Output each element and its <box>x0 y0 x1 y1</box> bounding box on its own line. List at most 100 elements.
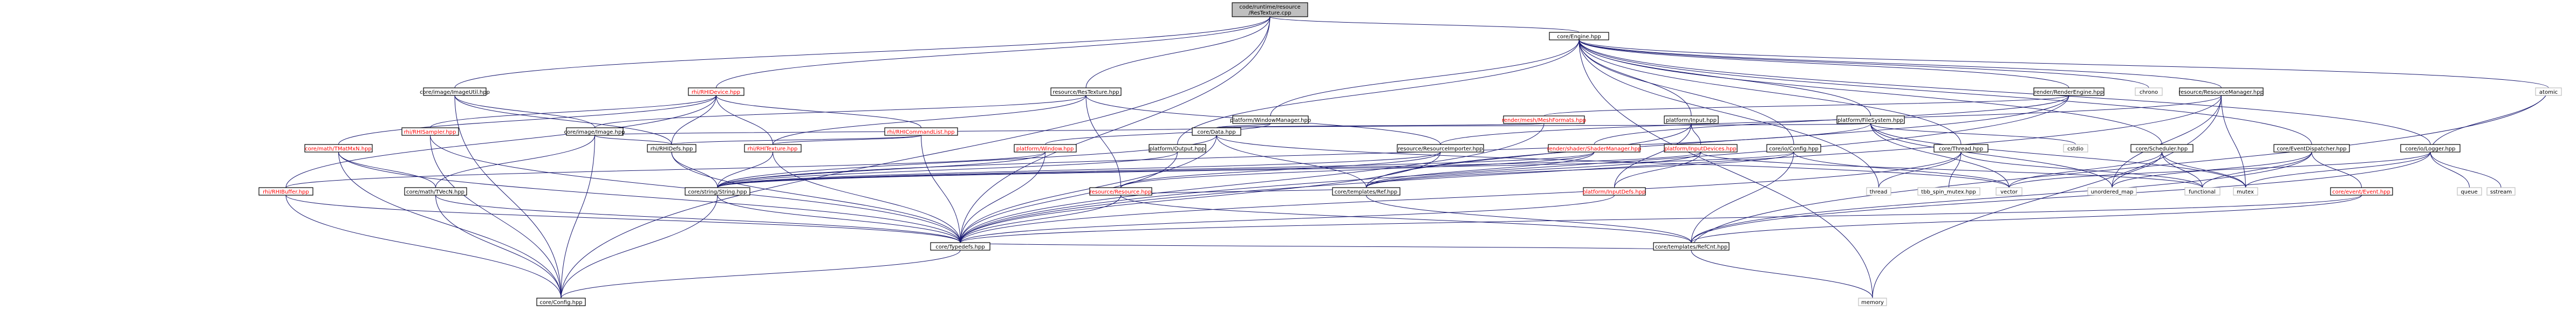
node-refcnt[interactable]: core/templates/RefCnt.hpp <box>1653 242 1730 251</box>
edge-res-importer-to-resource <box>1120 151 1441 188</box>
edge-logger-to-sstream <box>2430 151 2502 188</box>
edge-rhi-sampler-to-config <box>430 135 562 299</box>
node-rhi-device[interactable]: rhi/RHIDevice.hpp <box>688 87 744 96</box>
edge-thread-to-functional <box>1960 151 2203 188</box>
node-chrono-label: chrono <box>2140 89 2158 95</box>
node-rhi-buffer[interactable]: rhi/RHIBuffer.hpp <box>258 187 313 196</box>
node-filesystem[interactable]: platform/FileSystem.hpp <box>1836 115 1905 124</box>
edge-input-devices-to-input-defs <box>1614 151 1701 188</box>
node-data-label: core/Data.hpp <box>1197 129 1235 135</box>
node-typedefs[interactable]: core/Typedefs.hpp <box>930 242 990 251</box>
node-window[interactable]: platform/Window.hpp <box>1014 144 1077 153</box>
node-atomic: atomic <box>2535 87 2562 96</box>
node-math-mn[interactable]: core/math/TMatMxN.hpp <box>304 144 373 153</box>
node-res-texture[interactable]: resource/ResTexture.hpp <box>1050 87 1122 96</box>
node-vector-label: vector <box>2000 189 2018 195</box>
edge-image-util-to-config <box>454 95 562 299</box>
edge-mesh-formats-to-data <box>1216 123 1545 128</box>
node-input-defs[interactable]: platform/InputDefs.hpp <box>1583 187 1646 196</box>
edge-scheduler-to-vector <box>2008 151 2162 188</box>
edge-input-to-ref <box>1366 123 1692 188</box>
node-res-texture-label: resource/ResTexture.hpp <box>1053 89 1119 95</box>
edge-filesystem-to-string <box>717 123 1871 188</box>
node-config-io[interactable]: core/io/Config.hpp <box>1766 144 1821 153</box>
edge-data-to-ref <box>1216 135 1366 188</box>
edge-rhi-texture-to-string <box>717 151 773 188</box>
node-image[interactable]: core/image/Image.hpp <box>564 127 625 136</box>
edge-root-to-rhi-device <box>716 16 1270 88</box>
node-output[interactable]: platform/Output.hpp <box>1149 144 1206 153</box>
node-event[interactable]: core/event/Event.hpp <box>2330 187 2393 196</box>
node-event-dispatcher[interactable]: core/EventDispatcher.hpp <box>2273 144 2350 153</box>
node-rhi-sampler[interactable]: rhi/RHISampler.hpp <box>401 127 459 136</box>
edge-rhi-defs-to-string <box>671 151 718 188</box>
node-render-engine[interactable]: render/RenderEngine.hpp <box>2033 87 2104 96</box>
node-window-label: platform/Window.hpp <box>1016 146 1074 152</box>
node-math-vec-label: core/math/TVecN.hpp <box>406 189 464 195</box>
edge-math-mn-to-math-vec <box>338 151 436 188</box>
node-window-manager-label: platform/WindowManager.hpp <box>1230 118 1311 123</box>
edge-engine-to-atomic <box>1579 39 2549 88</box>
node-ref[interactable]: core/templates/Ref.hpp <box>1332 187 1400 196</box>
edge-filesystem-to-cstdio <box>1870 123 2076 145</box>
edge-res-manager-to-typedefs <box>960 95 2222 243</box>
node-thread[interactable]: core/Thread.hpp <box>1933 144 1989 153</box>
edge-math-vec-to-typedefs <box>435 195 961 243</box>
edge-root-to-typedefs <box>960 16 1270 243</box>
edge-rhi-device-to-rhi-cmdlist <box>716 95 921 128</box>
edge-engine-to-memory <box>1579 39 1873 299</box>
node-resource[interactable]: resource/Resource.hpp <box>1089 187 1152 196</box>
edge-engine-to-event-dispatcher <box>1579 39 2312 145</box>
edge-res-texture-to-image <box>595 95 1087 128</box>
node-shader-manager[interactable]: render/shader/ShaderManager.hpp <box>1547 144 1642 153</box>
edge-input-defs-to-typedefs <box>960 195 1615 243</box>
node-input-defs-label: platform/InputDefs.hpp <box>1583 189 1646 195</box>
node-logger[interactable]: core/io/Logger.hpp <box>2400 144 2461 153</box>
edge-window-to-rhi-buffer <box>285 151 1046 188</box>
edge-rhi-buffer-to-config <box>285 195 562 299</box>
edge-logger-to-vector <box>2008 151 2431 188</box>
node-rhi-cmdlist[interactable]: rhi/RHICommandList.hpp <box>884 127 958 136</box>
edge-thread-to-std-thread <box>1878 151 1962 188</box>
node-res-importer[interactable]: resource/ResourceImporter.hpp <box>1397 144 1484 153</box>
edge-event-dispatcher-to-functional <box>2202 151 2312 188</box>
node-rhi-device-label: rhi/RHIDevice.hpp <box>692 89 740 95</box>
edge-rhi-device-to-rhi-texture <box>716 95 773 145</box>
edge-res-texture-to-rhi-texture <box>773 95 1087 145</box>
edge-shader-manager-to-ref <box>1366 151 1595 188</box>
node-rhi-texture[interactable]: rhi/RHITexture.hpp <box>744 144 802 153</box>
edge-event-dispatcher-to-refcnt <box>1691 151 2312 243</box>
node-data[interactable]: core/Data.hpp <box>1192 127 1241 136</box>
edge-math-mn-to-typedefs <box>338 151 961 243</box>
node-mutex-label: mutex <box>2237 189 2254 195</box>
node-memory: memory <box>1858 298 1887 306</box>
node-string[interactable]: core/string/String.hpp <box>685 187 750 196</box>
node-shader-manager-label: render/shader/ShaderManager.hpp <box>1547 146 1642 152</box>
node-image-util[interactable]: core/image/ImageUtil.hpp <box>420 87 490 96</box>
node-scheduler[interactable]: core/Scheduler.hpp <box>2130 144 2194 153</box>
edge-filesystem-to-unordered-map <box>1870 123 2113 188</box>
node-atomic-label: atomic <box>2539 89 2558 95</box>
node-math-vec[interactable]: core/math/TVecN.hpp <box>404 187 467 196</box>
node-resource-label: resource/Resource.hpp <box>1090 189 1152 195</box>
node-mesh-formats-label: render/mesh/MeshFormats.hpp <box>1502 118 1586 123</box>
node-config[interactable]: core/Config.hpp <box>536 298 586 306</box>
node-input-devices[interactable]: platform/InputDevices.hpp <box>1664 144 1738 153</box>
node-mesh-formats[interactable]: render/mesh/MeshFormats.hpp <box>1502 115 1586 124</box>
node-engine[interactable]: core/Engine.hpp <box>1549 32 1609 40</box>
node-functional: functional <box>2184 187 2220 196</box>
edge-thread-to-typedefs <box>960 151 1962 243</box>
node-root-label: code/runtime/resource/ResTexture.cpp <box>1239 4 1301 16</box>
node-input[interactable]: platform/Input.hpp <box>1664 115 1719 124</box>
edge-window-to-string <box>717 151 1046 188</box>
node-image-util-label: core/image/ImageUtil.hpp <box>420 89 490 95</box>
node-rhi-texture-label: rhi/RHITexture.hpp <box>748 146 798 152</box>
edge-event-to-typedefs <box>960 195 2362 243</box>
node-chrono: chrono <box>2135 87 2163 96</box>
edge-image-to-math-vec <box>435 135 595 188</box>
node-logger-label: core/io/Logger.hpp <box>2405 146 2455 152</box>
node-res-manager[interactable]: resource/ResourceManager.hpp <box>2178 87 2264 96</box>
node-input-devices-label: platform/InputDevices.hpp <box>1664 146 1736 152</box>
node-rhi-defs[interactable]: rhi/RHIDefs.hpp <box>647 144 696 153</box>
node-window-manager[interactable]: platform/WindowManager.hpp <box>1230 115 1311 124</box>
